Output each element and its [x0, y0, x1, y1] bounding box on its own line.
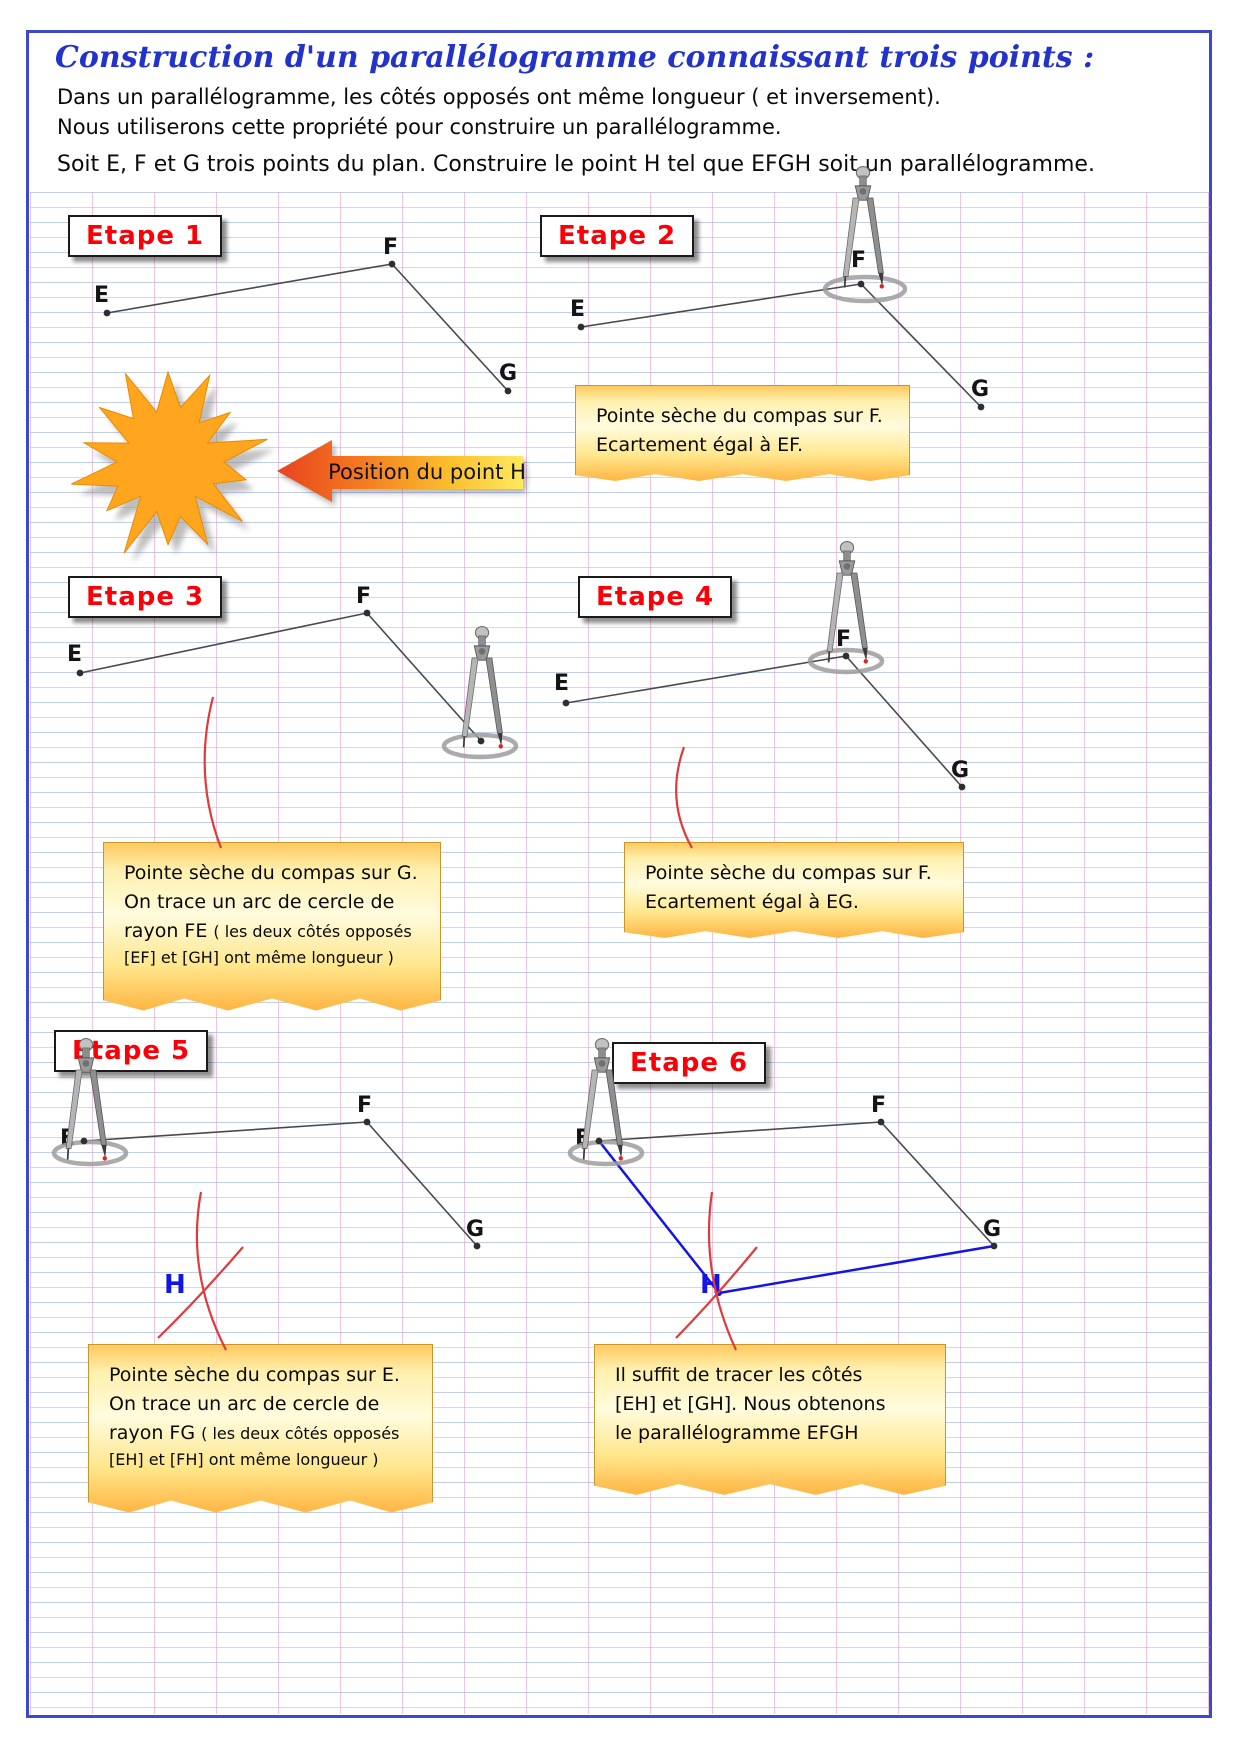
- intro-line-2: Nous utiliserons cette propriété pour co…: [57, 115, 782, 139]
- note-step3-line3: rayon FE ( les deux côtés opposés: [124, 917, 422, 946]
- note-step3: Pointe sèche du compas sur G. On trace u…: [103, 842, 441, 1011]
- note-step5-line4: [EH] et [FH] ont même longueur ): [109, 1449, 379, 1469]
- point-label-f-step2: F: [851, 248, 867, 273]
- point-label-f-step5: F: [357, 1093, 373, 1118]
- point-label-e-step1: E: [94, 283, 110, 308]
- note-step4-line1: Pointe sèche du compas sur F.: [645, 862, 932, 884]
- point-label-g-step2: G: [971, 377, 990, 402]
- note-step4-line2: Ecartement égal à EG.: [645, 890, 859, 913]
- point-label-e-step2: E: [570, 297, 586, 322]
- point-label-g-step6: G: [983, 1217, 1002, 1242]
- note-step5-line3-main: rayon FG: [109, 1421, 196, 1444]
- note-step6-line1: Il suffit de tracer les côtés: [615, 1364, 863, 1386]
- page-border: [26, 30, 1212, 1718]
- step-label-4: Etape 4: [578, 576, 733, 618]
- point-label-e-step6: E: [575, 1126, 591, 1151]
- note-step6: Il suffit de tracer les côtés [EH] et [G…: [594, 1344, 946, 1495]
- note-step5-line3: rayon FG ( les deux côtés opposés: [109, 1419, 414, 1448]
- note-step3-line4: [EF] et [GH] ont même longueur ): [124, 947, 394, 967]
- point-label-f-step3: F: [356, 584, 372, 609]
- note-step3-line1: Pointe sèche du compas sur G.: [124, 862, 418, 884]
- note-step2-line1: Pointe sèche du compas sur F.: [596, 405, 883, 427]
- step-label-5: Etape 5: [54, 1030, 209, 1072]
- intro-line-1: Dans un parallélogramme, les côtés oppos…: [57, 85, 941, 109]
- step-label-6: Etape 6: [612, 1042, 767, 1084]
- note-step2: Pointe sèche du compas sur F. Ecartement…: [575, 385, 910, 482]
- point-label-e-step5: E: [60, 1126, 76, 1151]
- step-label-2: Etape 2: [540, 215, 695, 257]
- point-label-h-step5: H: [164, 1270, 186, 1300]
- note-step5-line1: Pointe sèche du compas sur E.: [109, 1364, 400, 1386]
- note-step6-line3: le parallélogramme EFGH: [615, 1421, 859, 1444]
- note-step5: Pointe sèche du compas sur E. On trace u…: [88, 1344, 433, 1513]
- note-step5-line2: On trace un arc de cercle de: [109, 1392, 380, 1415]
- point-label-f-step1: F: [383, 235, 399, 260]
- note-step3-line3-main: rayon FE: [124, 919, 208, 942]
- note-step2-line2: Ecartement égal à EF.: [596, 433, 804, 456]
- step-label-1: Etape 1: [68, 215, 223, 257]
- point-label-e-step4: E: [554, 671, 570, 696]
- point-label-g-step1: G: [499, 361, 518, 386]
- intro-line-3: Soit E, F et G trois points du plan. Con…: [57, 152, 1095, 177]
- point-label-g-step5: G: [466, 1217, 485, 1242]
- point-label-g-step4: G: [951, 758, 970, 783]
- point-label-f-step4: F: [836, 627, 852, 652]
- note-step5-line3-paren: ( les deux côtés opposés: [201, 1423, 400, 1443]
- note-step6-line2: [EH] et [GH]. Nous obtenons: [615, 1392, 886, 1415]
- point-label-f-step6: F: [871, 1093, 887, 1118]
- note-step3-line3-paren: ( les deux côtés opposés: [213, 921, 412, 941]
- note-step4: Pointe sèche du compas sur F. Ecartement…: [624, 842, 964, 939]
- step-label-3: Etape 3: [68, 576, 223, 618]
- point-label-e-step3: E: [67, 642, 83, 667]
- note-step3-line2: On trace un arc de cercle de: [124, 890, 395, 913]
- page-title: Construction d'un parallélogramme connai…: [55, 40, 1095, 75]
- point-label-h-step6: H: [700, 1270, 722, 1300]
